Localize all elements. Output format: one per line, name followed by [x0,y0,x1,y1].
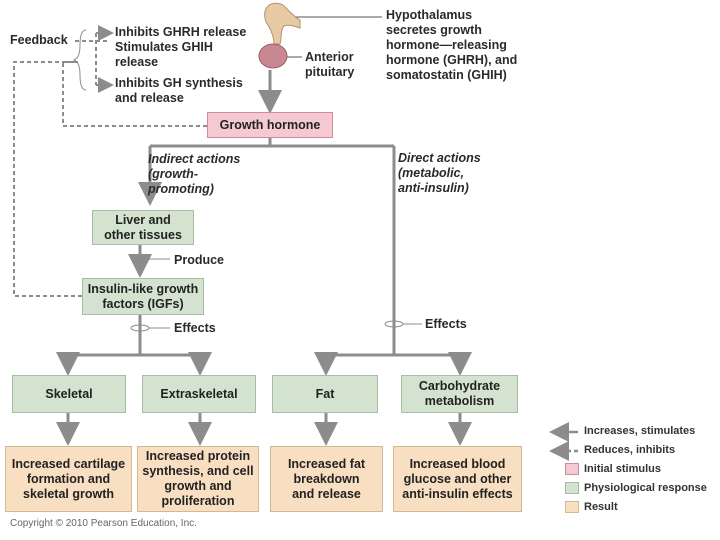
igf-line-2: factors (IGFs) [102,296,184,311]
extraskeletal-box: Extraskeletal [142,375,256,413]
igf-box: Insulin-like growth factors (IGFs) [82,278,204,315]
produce-label: Produce [174,253,225,267]
legend-reduces: Reduces, inhibits [584,444,676,456]
hypo-line-3: hormone—releasing [386,38,507,52]
result-extraskeletal-box: Increased protein synthesis, and cell gr… [137,446,259,512]
legend-physio-swatch [565,482,579,494]
growth-hormone-box: Growth hormone [207,112,333,138]
result-carbohydrate-box: Increased blood glucose and other anti-i… [393,446,522,512]
pituitary-icon [258,43,288,69]
igf-line-1: Insulin-like growth [87,281,199,296]
hypo-line-2: secretes growth [386,23,482,37]
hypo-line-4: hormone (GHRH), and [386,53,518,67]
legend-initial: Initial stimulus [584,463,662,475]
result-fat-box: Increased fat breakdown and release [270,446,383,512]
indirect-line-2: (growth- [148,167,198,181]
indirect-line-3: promoting) [148,182,214,196]
effects-label-left: Effects [174,321,216,335]
feedback-line-1: Inhibits GHRH release [115,25,247,39]
skeletal-box: Skeletal [12,375,126,413]
pituitary-line-2: pituitary [305,65,355,79]
feedback-line-5: and release [115,91,184,105]
direct-line-3: anti-insulin) [398,181,469,195]
anterior-pituitary-label: Anterior pituitary [305,50,354,80]
pituitary-line-1: Anterior [305,50,354,64]
hypothalamus-icon [264,2,301,45]
copyright: Copyright © 2010 Pearson Education, Inc. [10,518,197,529]
liver-line-2: other tissues [104,227,182,242]
legend-result: Result [584,501,618,513]
legend-physio: Physiological response [584,482,707,494]
effects-label-right: Effects [425,317,467,331]
legend-result-swatch [565,501,579,513]
fat-box: Fat [272,375,378,413]
result-skeletal-box: Increased cartilage formation and skelet… [5,446,132,512]
feedback-effects: Inhibits GHRH release Stimulates GHIH re… [115,25,246,106]
legend-increases: Increases, stimulates [584,425,696,437]
indirect-line-1: Indirect actions [148,152,241,166]
indirect-actions-label: Indirect actions (growth- promoting) [148,152,240,197]
hypo-line-1: Hypothalamus [386,8,473,22]
direct-actions-label: Direct actions (metabolic, anti-insulin) [398,151,481,196]
direct-line-1: Direct actions [398,151,481,165]
feedback-label: Feedback [10,33,68,47]
hypo-line-5: somatostatin (GHIH) [386,68,507,82]
carbohydrate-box: Carbohydrate metabolism [401,375,518,413]
hypothalamus-description: Hypothalamus secretes growth hormone—rel… [386,8,517,83]
legend-initial-swatch [565,463,579,475]
feedback-line-3: release [115,55,159,69]
liver-box: Liver and other tissues [92,210,194,245]
feedback-line-2: Stimulates GHIH [115,40,213,54]
direct-line-2: (metabolic, [398,166,464,180]
feedback-line-4: Inhibits GH synthesis [115,76,243,90]
liver-line-1: Liver and [115,212,171,227]
